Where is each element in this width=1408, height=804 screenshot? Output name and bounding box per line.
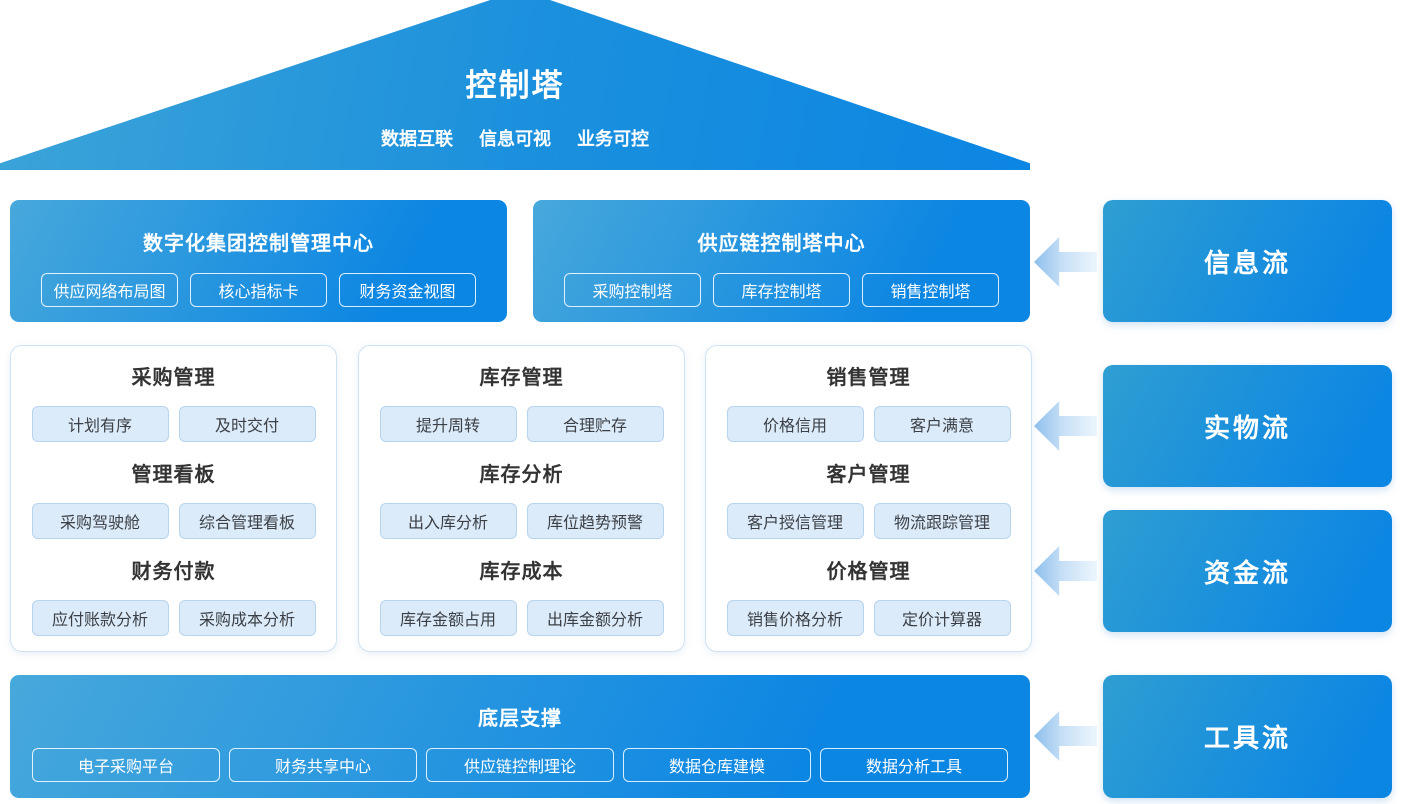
pill-row: 提升周转 合理贮存: [379, 406, 664, 442]
flow-label-physical: 实物流: [1103, 365, 1392, 487]
panel-button-row: 采购控制塔 库存控制塔 销售控制塔: [564, 273, 999, 307]
procurement-card: 采购管理 计划有序 及时交付 管理看板 采购驾驶舱 综合管理看板 财务付款 应付…: [10, 345, 337, 652]
flow-label-tools: 工具流: [1103, 675, 1392, 798]
e-procurement-platform-button[interactable]: 电子采购平台: [32, 748, 220, 782]
sales-tower-button[interactable]: 销售控制塔: [862, 273, 999, 307]
roof-subtitle-item: 数据互联: [381, 129, 453, 149]
on-time-delivery-pill[interactable]: 及时交付: [178, 406, 316, 442]
pill-row: 库存金额占用 出库金额分析: [379, 600, 664, 636]
pill-row: 销售价格分析 定价计算器: [726, 600, 1011, 636]
finance-fund-view-button[interactable]: 财务资金视图: [339, 273, 476, 307]
trend-alert-pill[interactable]: 库位趋势预警: [526, 503, 664, 539]
section-title: 价格管理: [826, 561, 911, 583]
sales-card: 销售管理 价格信用 客户满意 客户管理 客户授信管理 物流跟踪管理 价格管理 销…: [705, 345, 1032, 652]
overall-dashboard-pill[interactable]: 综合管理看板: [178, 503, 316, 539]
supply-chain-theory-button[interactable]: 供应链控制理论: [426, 748, 614, 782]
pill-row: 客户授信管理 物流跟踪管理: [726, 503, 1011, 539]
section-title: 库存成本: [479, 561, 564, 583]
outbound-value-pill[interactable]: 出库金额分析: [526, 600, 664, 636]
roof-subtitle: 数据互联 信息可视 业务可控: [381, 125, 649, 151]
core-kpi-card-button[interactable]: 核心指标卡: [190, 273, 327, 307]
payables-analysis-pill[interactable]: 应付账款分析: [31, 600, 169, 636]
data-analysis-tools-button[interactable]: 数据分析工具: [820, 748, 1008, 782]
supply-network-map-button[interactable]: 供应网络布局图: [41, 273, 178, 307]
panel-title: 底层支撑: [478, 708, 562, 730]
arrow-left-icon: [1034, 237, 1097, 287]
customer-credit-pill[interactable]: 客户授信管理: [726, 503, 864, 539]
panel-title: 供应链控制塔中心: [697, 233, 866, 255]
pill-row: 价格信用 客户满意: [726, 406, 1011, 442]
customer-satisfaction-pill[interactable]: 客户满意: [873, 406, 1011, 442]
price-credit-pill[interactable]: 价格信用: [726, 406, 864, 442]
pill-row: 采购驾驶舱 综合管理看板: [31, 503, 316, 539]
foundation-panel: 底层支撑 电子采购平台 财务共享中心 供应链控制理论 数据仓库建模 数据分析工具: [10, 675, 1030, 798]
section-title: 库存管理: [479, 367, 564, 389]
pill-row: 计划有序 及时交付: [31, 406, 316, 442]
inout-analysis-pill[interactable]: 出入库分析: [379, 503, 517, 539]
procurement-cost-pill[interactable]: 采购成本分析: [178, 600, 316, 636]
inventory-card: 库存管理 提升周转 合理贮存 库存分析 出入库分析 库位趋势预警 库存成本 库存…: [358, 345, 685, 652]
roof-title: 控制塔: [465, 68, 565, 103]
pill-row: 出入库分析 库位趋势预警: [379, 503, 664, 539]
roof-subtitle-item: 信息可视: [479, 129, 551, 149]
finance-shared-center-button[interactable]: 财务共享中心: [229, 748, 417, 782]
reasonable-stock-pill[interactable]: 合理贮存: [526, 406, 664, 442]
arrow-left-icon: [1034, 546, 1097, 596]
flow-label-capital: 资金流: [1103, 510, 1392, 632]
turnover-pill[interactable]: 提升周转: [379, 406, 517, 442]
procurement-tower-button[interactable]: 采购控制塔: [564, 273, 701, 307]
data-warehouse-modeling-button[interactable]: 数据仓库建模: [623, 748, 811, 782]
section-title: 财务付款: [131, 561, 216, 583]
roof-subtitle-item: 业务可控: [577, 129, 649, 149]
group-control-center-panel: 数字化集团控制管理中心 供应网络布局图 核心指标卡 财务资金视图: [10, 200, 507, 322]
arrow-left-icon: [1034, 711, 1097, 761]
panel-button-row: 供应网络布局图 核心指标卡 财务资金视图: [41, 273, 476, 307]
stock-value-pill[interactable]: 库存金额占用: [379, 600, 517, 636]
planned-order-pill[interactable]: 计划有序: [31, 406, 169, 442]
inventory-tower-button[interactable]: 库存控制塔: [713, 273, 850, 307]
arrow-left-icon: [1034, 401, 1097, 451]
sales-price-analysis-pill[interactable]: 销售价格分析: [726, 600, 864, 636]
pill-row: 应付账款分析 采购成本分析: [31, 600, 316, 636]
section-title: 采购管理: [131, 367, 216, 389]
flow-label-information: 信息流: [1103, 200, 1392, 322]
section-title: 销售管理: [826, 367, 911, 389]
section-title: 库存分析: [479, 464, 564, 486]
control-tower-roof: 控制塔 数据互联 信息可视 业务可控: [0, 0, 1030, 170]
section-title: 客户管理: [826, 464, 911, 486]
supply-chain-tower-panel: 供应链控制塔中心 采购控制塔 库存控制塔 销售控制塔: [533, 200, 1030, 322]
section-title: 管理看板: [131, 464, 216, 486]
logistics-tracking-pill[interactable]: 物流跟踪管理: [873, 503, 1011, 539]
pricing-calculator-pill[interactable]: 定价计算器: [873, 600, 1011, 636]
panel-title: 数字化集团控制管理中心: [143, 233, 374, 255]
panel-button-row: 电子采购平台 财务共享中心 供应链控制理论 数据仓库建模 数据分析工具: [32, 748, 1008, 782]
procurement-cockpit-pill[interactable]: 采购驾驶舱: [31, 503, 169, 539]
